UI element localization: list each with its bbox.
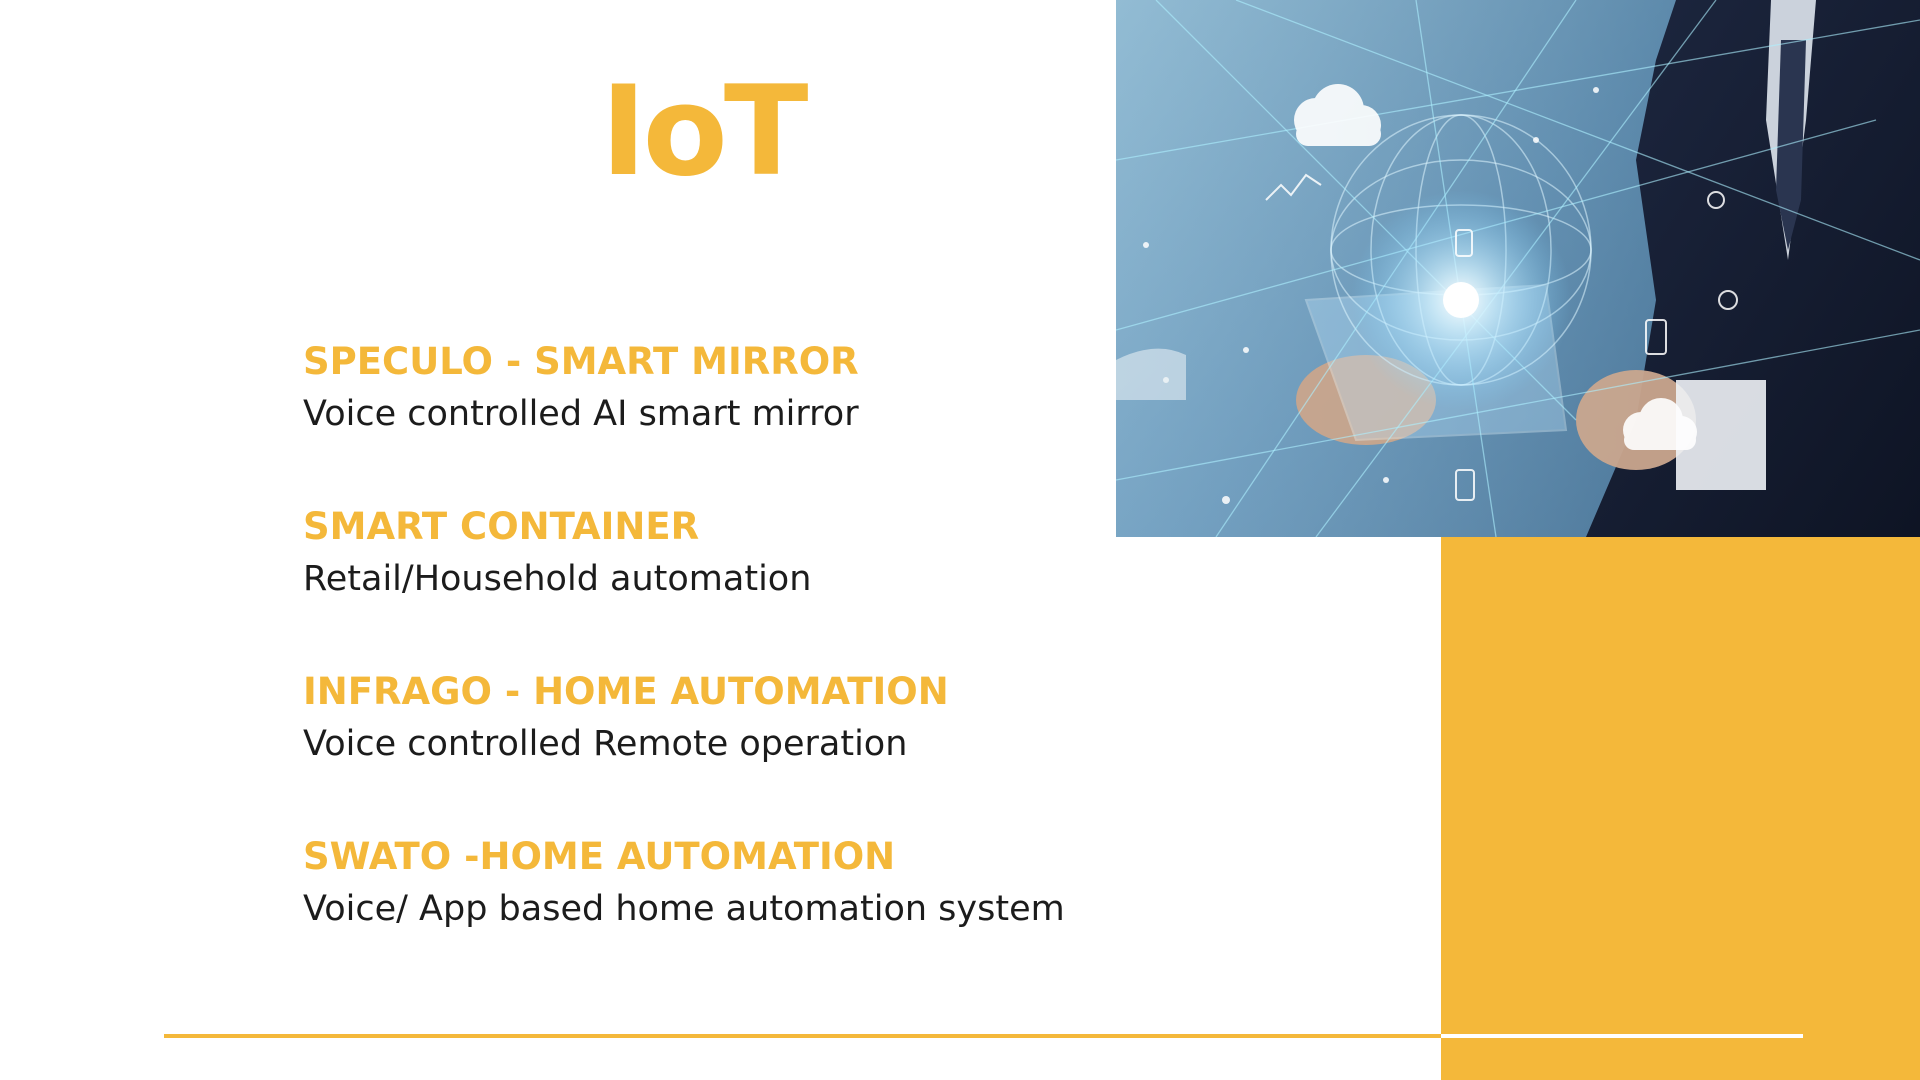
divider-line-highlight — [1441, 1034, 1803, 1038]
iot-network-illustration — [1116, 0, 1920, 537]
item-description: Voice/ App based home automation system — [303, 889, 1065, 929]
item-heading: SWATO -HOME AUTOMATION — [303, 835, 896, 878]
slide-title: IoT — [600, 60, 809, 204]
iot-hero-image — [1116, 0, 1920, 537]
item-heading: SMART CONTAINER — [303, 505, 700, 548]
item-description: Retail/Household automation — [303, 559, 812, 599]
list-item: SPECULO - SMART MIRROR Voice controlled … — [303, 336, 1403, 501]
feature-list: SPECULO - SMART MIRROR Voice controlled … — [303, 336, 1403, 996]
divider-line — [164, 1034, 1441, 1038]
list-item: SMART CONTAINER Retail/Household automat… — [303, 501, 1403, 666]
item-heading: SPECULO - SMART MIRROR — [303, 340, 859, 383]
item-description: Voice controlled AI smart mirror — [303, 394, 859, 434]
item-description: Voice controlled Remote operation — [303, 724, 908, 764]
accent-block — [1441, 537, 1920, 1080]
list-item: INFRAGO - HOME AUTOMATION Voice controll… — [303, 666, 1403, 831]
list-item: SWATO -HOME AUTOMATION Voice/ App based … — [303, 831, 1403, 996]
item-heading: INFRAGO - HOME AUTOMATION — [303, 670, 949, 713]
